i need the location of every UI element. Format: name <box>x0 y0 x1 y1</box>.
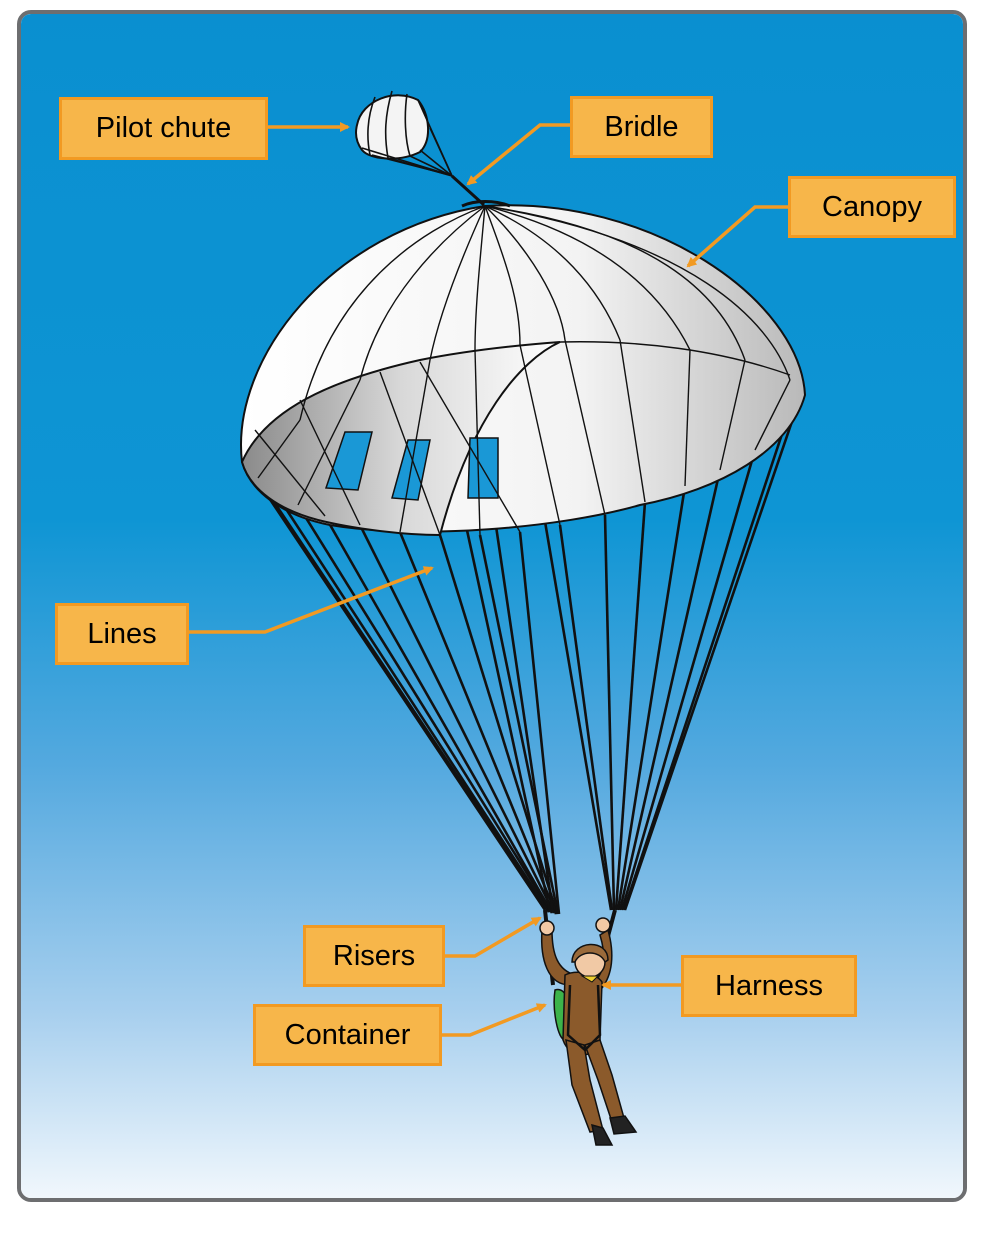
container-leader <box>442 1003 547 1037</box>
bridle-line <box>450 174 486 207</box>
harness-label: Harness <box>681 955 857 1017</box>
leader-lines <box>188 122 790 1037</box>
skydiver <box>539 909 638 1146</box>
bridle-leader <box>466 123 572 186</box>
risers-label: Risers <box>303 925 445 987</box>
canopy-leader <box>686 205 790 268</box>
risers-leader <box>445 916 542 958</box>
canopy-label: Canopy <box>788 176 956 238</box>
container-label: Container <box>253 1004 442 1066</box>
canopy <box>240 200 807 537</box>
bridle-label: Bridle <box>570 96 713 158</box>
lines-leader <box>188 566 434 634</box>
lines-label: Lines <box>55 603 189 665</box>
pilot-chute-label: Pilot chute <box>59 97 268 160</box>
pilot-chute <box>355 90 486 207</box>
